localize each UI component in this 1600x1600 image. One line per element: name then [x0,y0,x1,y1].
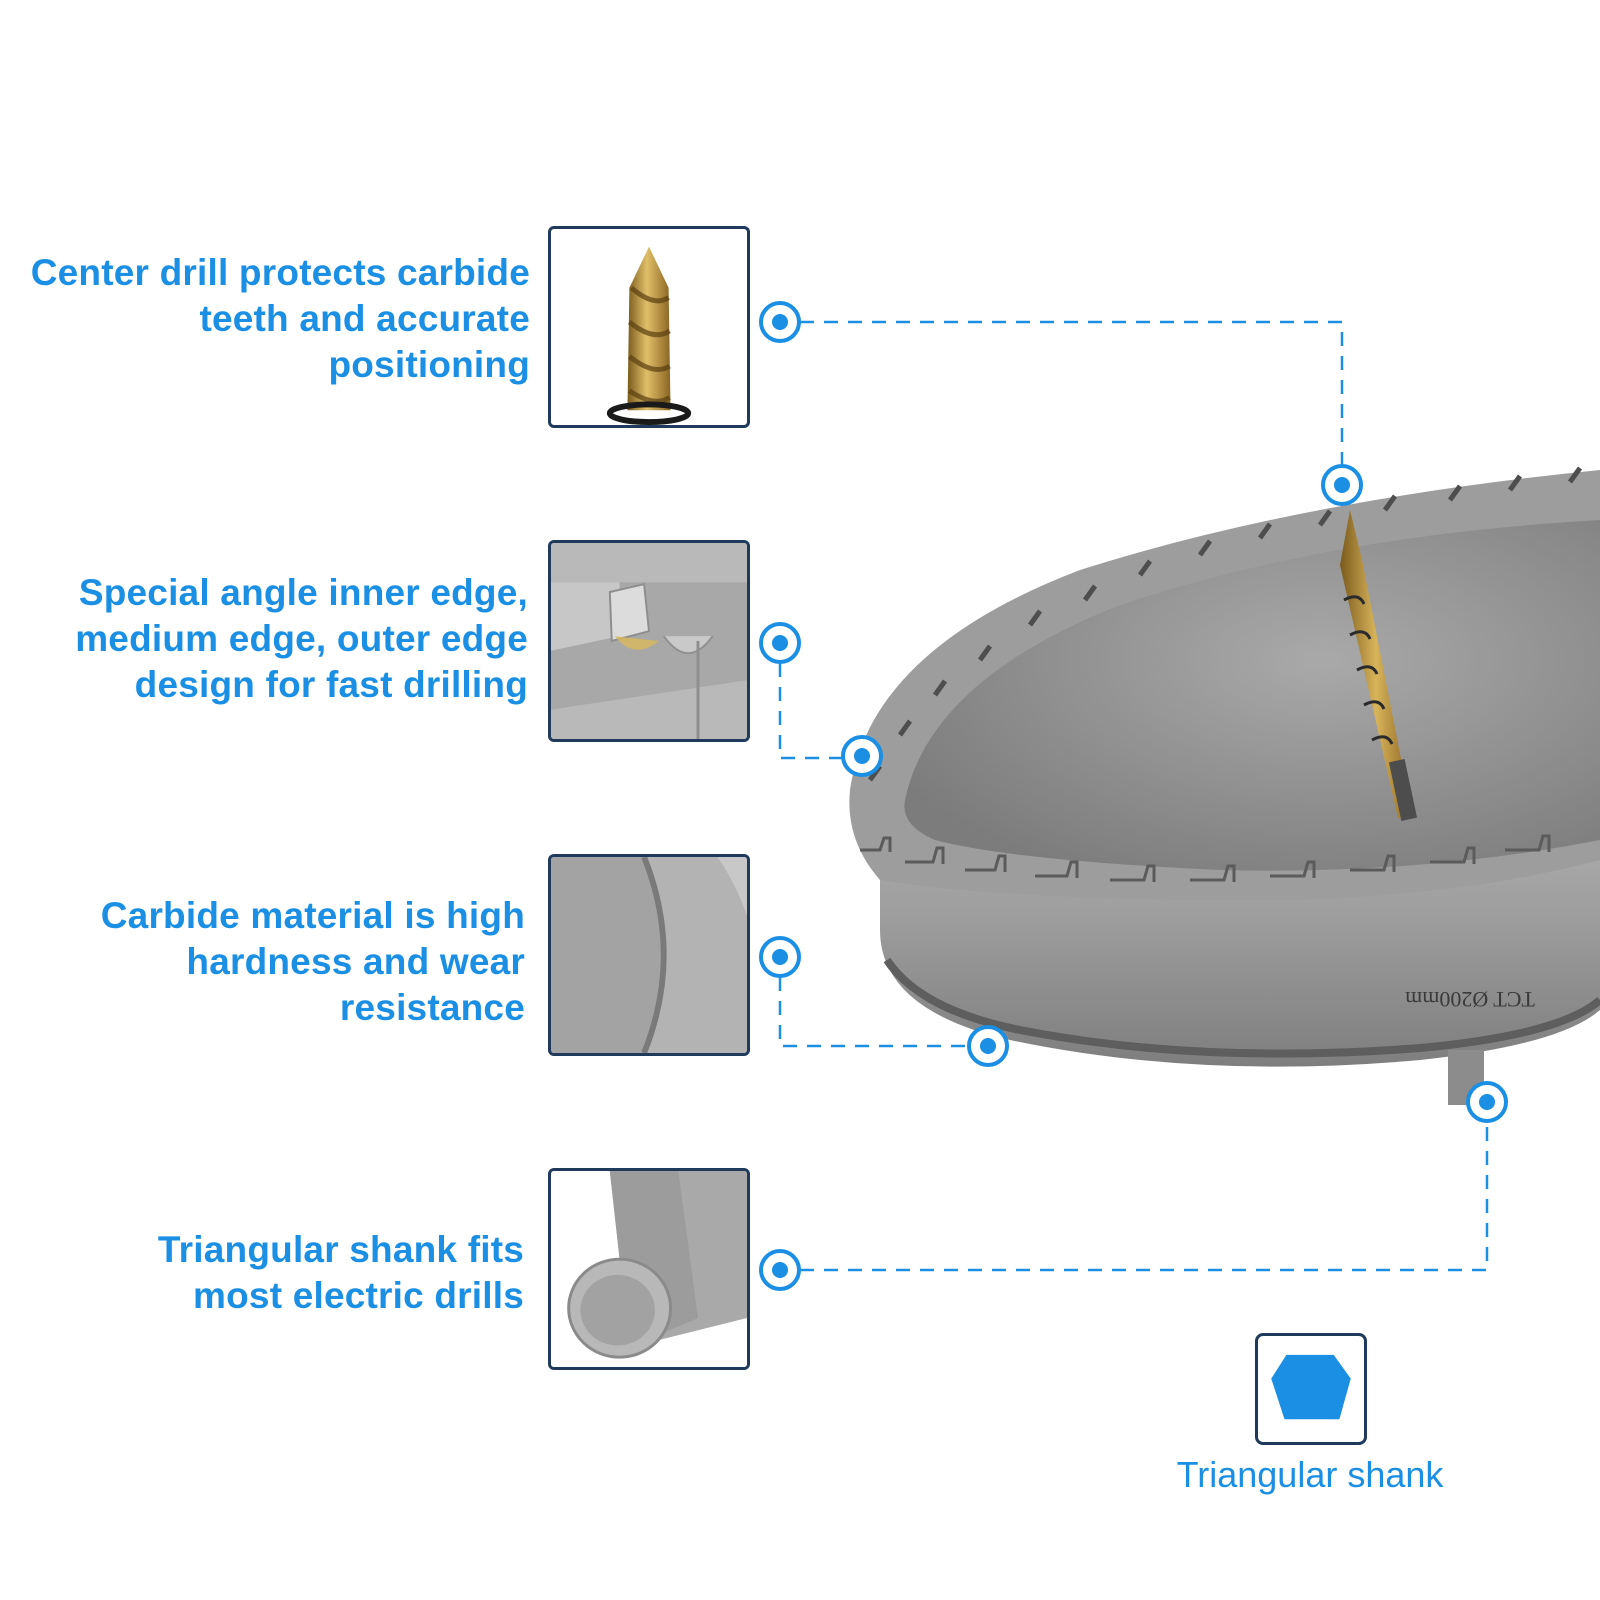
carbide-body-icon [551,857,747,1053]
shank-tip-icon [551,1171,747,1367]
target-marker-icon [759,301,801,343]
feature-text-center-drill: Center drill protects carbide teeth and … [30,252,530,385]
feature-text-edge-design: Special angle inner edge, medium edge, o… [75,572,528,705]
feature-text-triangular-shank: Triangular shank fits most electric dril… [157,1229,524,1316]
feature-text-carbide-material: Carbide material is high hardness and we… [100,895,525,1028]
target-marker-icon [759,1249,801,1291]
engraving-label: TCT Ø200mm [1405,987,1535,1012]
carbide-tooth-thumbnail [548,540,750,742]
target-marker-icon [1321,464,1363,506]
drill-bit-icon [606,246,692,425]
callout-lines [778,320,1489,1272]
target-marker-icon [1466,1081,1508,1123]
hole-saw-body: TCT Ø200mm [849,466,1600,1105]
target-marker-icon [759,936,801,978]
carbide-tooth-icon [551,543,747,739]
target-marker-icon [967,1025,1009,1067]
triangular-shank-icon [1271,1354,1351,1420]
triangular-shank-caption: Triangular shank [1176,1454,1444,1495]
shank-tip-thumbnail [548,1168,750,1370]
callout-markers [759,301,1508,1291]
target-marker-icon [841,735,883,777]
triangular-shank-box [1255,1333,1367,1445]
drill-bit-thumbnail [548,226,750,428]
carbide-body-thumbnail [548,854,750,1056]
target-marker-icon [759,622,801,664]
